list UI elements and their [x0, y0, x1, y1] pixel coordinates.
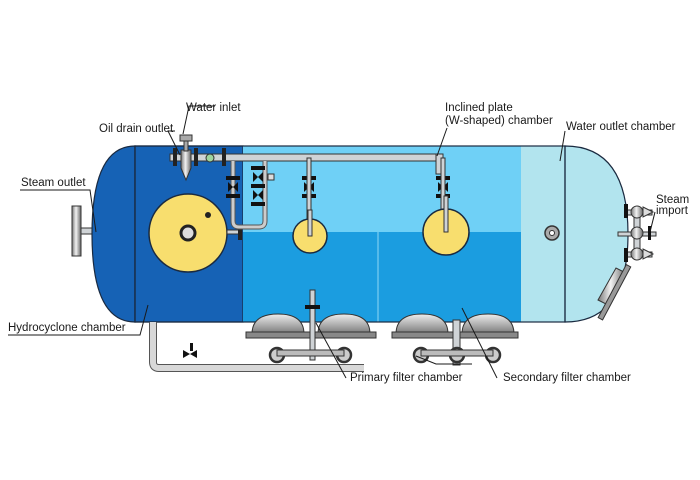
label-inclined-plate-1: Inclined plate: [445, 102, 513, 114]
label-water-inlet: Water inlet: [186, 102, 241, 114]
label-hydrocyclone-chamber: Hydrocyclone chamber: [8, 322, 126, 334]
label-inclined-plate-2: (W-shaped) chamber: [445, 115, 553, 127]
left-head: [91, 145, 136, 323]
valves: [226, 157, 450, 235]
labels: Water inlet Oil drain outlet Steam outle…: [8, 102, 689, 384]
label-steam-import-1: Steam: [656, 194, 689, 206]
label-oil-drain-outlet: Oil drain outlet: [99, 123, 174, 135]
label-water-outlet-chamber: Water outlet chamber: [566, 121, 676, 133]
label-steam-outlet: Steam outlet: [21, 177, 86, 189]
steam-import-fittings: [597, 204, 657, 321]
water-inlet-valve: [180, 149, 192, 182]
label-primary-filter-chamber: Primary filter chamber: [350, 372, 463, 384]
label-secondary-filter-chamber: Secondary filter chamber: [503, 372, 631, 384]
leader-lines: [8, 105, 656, 379]
filter-housings: [149, 289, 519, 372]
label-steam-import-2: import: [656, 205, 689, 217]
inclined-plate-lower: [243, 232, 521, 322]
